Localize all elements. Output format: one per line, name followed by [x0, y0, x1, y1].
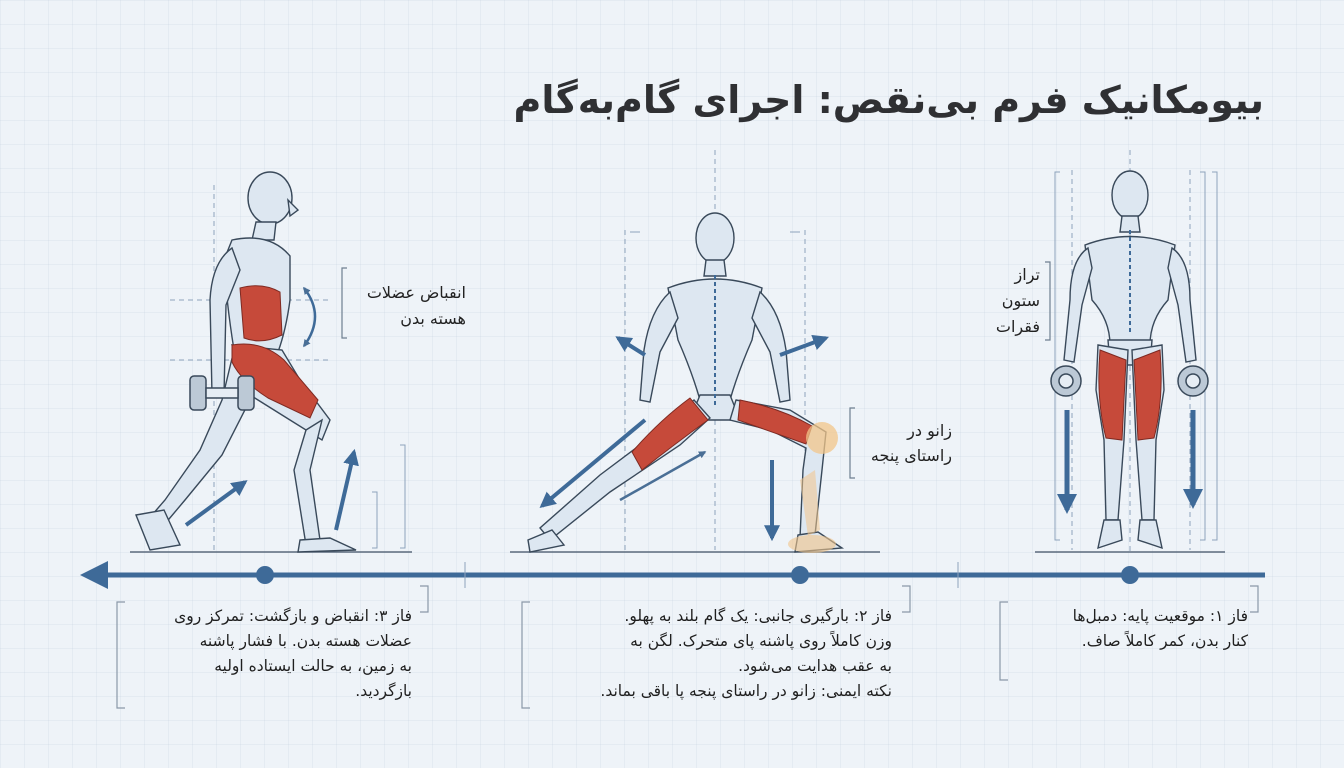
adductor-muscles-phase-2 [631, 397, 813, 471]
phase-2-caption: فاز ۲: بارگیری جانبی: یک گام بلند به پهل… [600, 607, 892, 700]
dumbbells-phase-1 [1050, 365, 1209, 397]
core-muscles-phase-3 [231, 285, 319, 419]
figure-phase-2 [527, 212, 845, 553]
knee-highlight [788, 422, 838, 553]
quad-muscles-phase-1 [1098, 349, 1162, 441]
page-title: بیومکانیک فرم بی‌نقص: اجرای گام‌به‌گام [513, 78, 1264, 122]
guide-lines [170, 150, 1191, 555]
core-contraction-label: انقباض عضلات هسته بدن [366, 283, 466, 328]
spine-alignment-label: تراز ستون فقرات [995, 265, 1040, 336]
timeline [80, 561, 1265, 589]
figure-phase-1 [1063, 170, 1197, 550]
knee-alignment-label: زانو در راستای پنجه [870, 421, 952, 465]
phase-1-caption: فاز ۱: موقعیت پایه: دمبل‌ها کنار بدن، کم… [1072, 607, 1248, 650]
force-arrows-phase-2 [539, 334, 830, 542]
force-arrows-phase-1 [1057, 410, 1203, 514]
dumbbell-phase-3 [189, 375, 255, 411]
annotation-brackets [341, 261, 1051, 479]
force-arrows-phase-3 [184, 448, 359, 531]
phase-3-caption: فاز ۳: انقباض و بازگشت: تمرکز روی عضلات … [174, 607, 412, 700]
core-rotation-arrow [302, 286, 317, 348]
caption-brackets [116, 585, 1259, 709]
